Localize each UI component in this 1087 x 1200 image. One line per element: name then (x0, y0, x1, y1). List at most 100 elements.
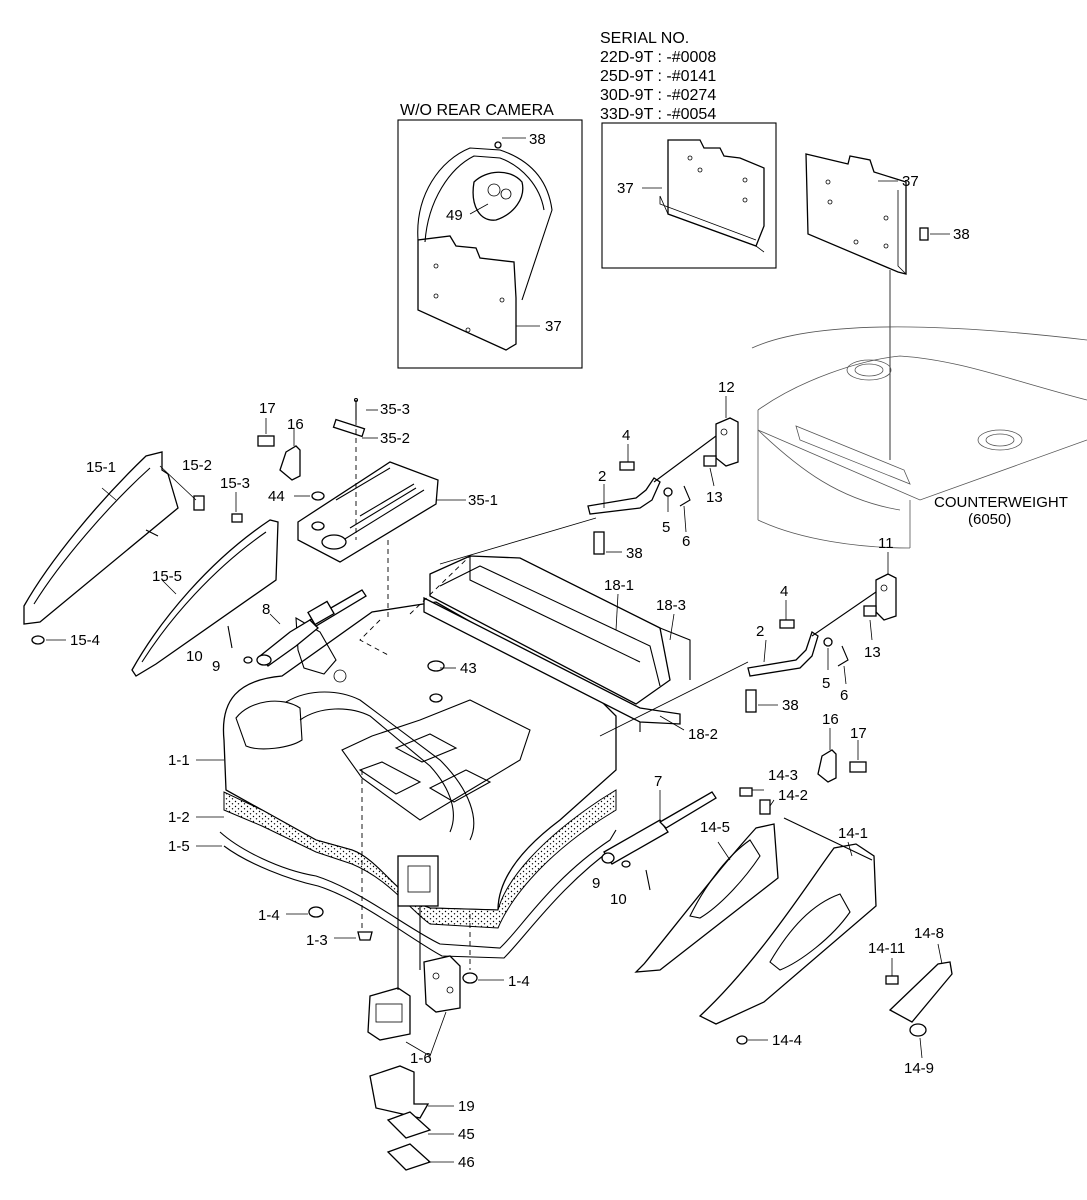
callout-18-1: 18-1 (604, 577, 634, 594)
rear-bracket-group: 37 38 (805, 153, 970, 460)
callout-5-upper: 5 (662, 519, 670, 536)
hinge-group-right: 16 17 (817, 711, 867, 783)
pin-10-right (645, 869, 651, 891)
pin-4-upper (619, 461, 635, 471)
tray-35: 35-3 35-2 44 35-1 (268, 397, 498, 620)
gas-spring-8-group: 8 10 9 (186, 589, 367, 675)
hinge-16-right (817, 749, 837, 783)
bolt-38-lower (745, 689, 757, 713)
hood-intake-opening (235, 700, 303, 750)
side-panel-15-5 (131, 519, 279, 677)
hinge-assembly-upper: 4 2 12 13 5 6 38 (439, 379, 739, 565)
counterweight-title: COUNTERWEIGHT (934, 494, 1068, 511)
washer-9-right (621, 860, 631, 868)
screw-15-3 (231, 513, 243, 523)
callout-17-left: 17 (259, 400, 276, 417)
cover-18-1 (429, 555, 671, 705)
callout-38: 38 (953, 226, 970, 243)
callout-19: 19 (458, 1098, 475, 1115)
callout-9-left: 9 (212, 658, 220, 675)
callout-16-left: 16 (287, 416, 304, 433)
callout-9-right: 9 (592, 875, 600, 892)
latch-housing (397, 855, 439, 907)
serial-number-block: SERIAL NO. 22D-9T : -#0008 25D-9T : -#01… (600, 30, 777, 269)
hinge-16-left (279, 445, 301, 481)
callout-10-right: 10 (610, 891, 627, 908)
latch-plate-1-6b (423, 955, 461, 1013)
callout-43: 43 (460, 660, 477, 677)
callout-2-upper: 2 (598, 468, 606, 485)
callout-18-3: 18-3 (656, 597, 686, 614)
callout-6-lower: 6 (840, 687, 848, 704)
cover-strip-18-2 (423, 596, 681, 725)
cap-14-4 (736, 1035, 748, 1045)
callout-17-right: 17 (850, 725, 867, 742)
camera-cover-49 (472, 171, 524, 221)
callout-7: 7 (654, 773, 662, 790)
pin-10-left (227, 625, 233, 649)
bolt-17-right (849, 761, 867, 773)
clip-6-upper (679, 485, 691, 507)
bracket-19 (369, 1065, 430, 1119)
washer-5-upper (663, 487, 673, 497)
bottom-brackets: 19 45 46 (369, 1065, 475, 1171)
callout-15-2: 15-2 (182, 457, 212, 474)
callout-14-9: 14-9 (904, 1060, 934, 1077)
callout-11: 11 (878, 535, 894, 552)
hood-assembly (219, 601, 617, 959)
hinge-arm-2-lower (747, 630, 819, 677)
callout-5-lower: 5 (822, 675, 830, 692)
callout-4-lower: 4 (780, 583, 788, 600)
callout-45: 45 (458, 1126, 475, 1143)
counterweight: COUNTERWEIGHT (6050) (751, 326, 1087, 549)
callout-49: 49 (446, 207, 463, 224)
callout-1-4-left: 1-4 (258, 907, 280, 924)
latch-plate-1-6a (367, 987, 411, 1041)
callout-18-2: 18-2 (688, 726, 718, 743)
bracket-plate-37 (805, 153, 907, 275)
bracket-plate-37-serial (667, 139, 765, 247)
callout-35-3: 35-3 (380, 401, 410, 418)
callout-2-lower: 2 (756, 623, 764, 640)
callout-10-left: 10 (186, 648, 203, 665)
callout-38-upper: 38 (626, 545, 643, 562)
callout-6-upper: 6 (682, 533, 690, 550)
hinge-arm-2-upper (587, 477, 661, 515)
grommet-44 (311, 491, 325, 501)
hinge-group-left: 17 16 (257, 400, 304, 481)
callout-1-3: 1-3 (306, 932, 328, 949)
serial-line-3: 30D-9T : -#0274 (600, 87, 716, 104)
callout-13-lower: 13 (864, 644, 881, 661)
clip-14-2 (759, 799, 771, 815)
bolt-38-upper (593, 531, 605, 555)
gas-spring-7-group: 7 9 10 (592, 773, 717, 908)
strip-35-2 (332, 418, 366, 438)
latch-group-1-6: 1-6 (367, 870, 461, 1067)
serial-line-1: 22D-9T : -#0008 (600, 49, 716, 66)
callout-37-serial: 37 (617, 180, 634, 197)
left-side-panels-15: 15-1 15-2 15-3 15-5 15-4 (23, 451, 279, 677)
bolt-13-upper (703, 455, 717, 467)
callout-37-camera: 37 (545, 318, 562, 335)
callout-15-1: 15-1 (86, 459, 116, 476)
bumper-1-4-left (308, 906, 324, 918)
cover-14-8 (888, 961, 953, 1023)
washer-9-left (243, 656, 253, 664)
callout-4-upper: 4 (622, 427, 630, 444)
callout-1-2: 1-2 (168, 809, 190, 826)
bolt-38 (919, 227, 929, 241)
tray-35-1 (297, 461, 439, 563)
screw-14-11 (885, 975, 899, 985)
cap-15-4 (31, 635, 45, 645)
hinge-11 (875, 573, 897, 621)
callout-1-6: 1-6 (410, 1050, 432, 1067)
callout-1-4-right: 1-4 (508, 973, 530, 990)
hood-pivot-bracket (295, 617, 337, 675)
callout-38-camera: 38 (529, 131, 546, 148)
callout-14-4: 14-4 (772, 1032, 802, 1049)
washer-5-lower (823, 637, 833, 647)
side-panel-14-5 (634, 823, 779, 973)
callout-8: 8 (262, 601, 270, 618)
